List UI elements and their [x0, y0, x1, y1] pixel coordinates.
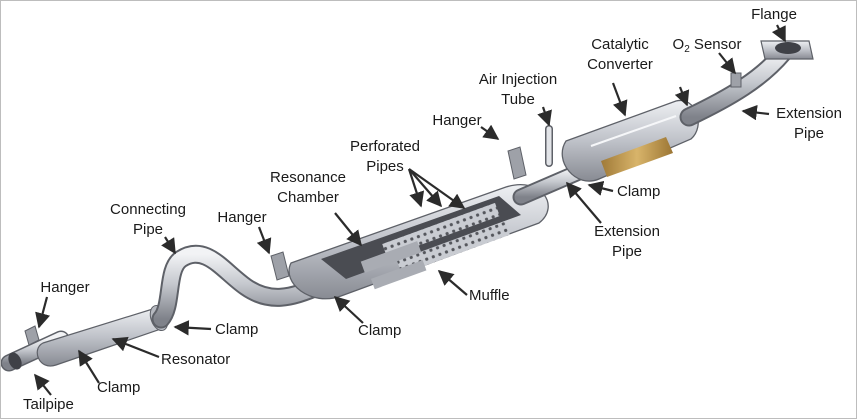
muffler-part	[288, 184, 549, 300]
label-perforated-pipes: Perforated Pipes	[350, 137, 420, 177]
label-hanger-middle: Hanger	[217, 208, 266, 228]
label-extension-pipe-lower: Extension Pipe	[594, 222, 660, 262]
label-air-injection-line-1: Air Injection	[478, 71, 558, 88]
label-muffle: Muffle	[469, 286, 510, 306]
label-muffle-text: Muffle	[469, 287, 510, 304]
label-air-injection-tube: Air Injection Tube	[479, 70, 557, 110]
label-o2-subscript: 2	[684, 44, 690, 55]
label-hanger-left-text: Hanger	[40, 279, 90, 296]
label-resonance-line-2: Chamber	[277, 189, 339, 206]
label-catalytic-line-1: Catalytic	[591, 36, 649, 53]
label-connecting-pipe: Connecting Pipe	[110, 200, 186, 240]
label-o2-sensor: O2 Sensor	[673, 35, 742, 57]
label-perforated-line-2: Pipes	[366, 158, 404, 175]
label-hanger-top-text: Hanger	[432, 112, 482, 129]
label-perforated-line-1: Perforated	[349, 138, 421, 155]
label-clamp-muffler: Clamp	[358, 321, 401, 341]
label-tailpipe: Tailpipe	[23, 395, 74, 415]
label-resonator: Resonator	[161, 350, 230, 370]
connecting-pipe-part	[151, 244, 331, 329]
label-extension-upper-line-1: Extension	[776, 105, 842, 122]
label-clamp-muffler-text: Clamp	[358, 322, 402, 339]
label-resonance-chamber: Resonance Chamber	[270, 168, 346, 208]
label-clamp-resonator-text: Clamp	[215, 321, 259, 338]
label-resonator-text: Resonator	[161, 351, 231, 368]
label-extension-upper-line-2: Pipe	[793, 125, 825, 142]
label-clamp-converter-text: Clamp	[617, 183, 661, 200]
label-connecting-line-1: Connecting	[110, 201, 186, 218]
label-clamp-resonator: Clamp	[215, 320, 258, 340]
label-extension-lower-line-1: Extension	[594, 223, 660, 240]
label-hanger-left: Hanger	[40, 278, 89, 298]
label-catalytic-line-2: Converter	[587, 56, 653, 73]
hanger-brackets	[24, 146, 527, 346]
label-o2-suffix: Sensor	[689, 36, 742, 53]
flange-part	[760, 40, 814, 60]
label-extension-pipe-upper: Extension Pipe	[776, 104, 842, 144]
label-flange-text: Flange	[751, 6, 797, 23]
label-resonance-line-1: Resonance	[270, 169, 346, 186]
label-hanger-middle-text: Hanger	[217, 209, 267, 226]
label-air-injection-line-2: Tube	[501, 91, 535, 108]
catalytic-converter-part	[561, 99, 699, 182]
label-tailpipe-text: Tailpipe	[23, 396, 74, 413]
label-clamp-tailpipe-text: Clamp	[97, 379, 141, 396]
label-hanger-top: Hanger	[432, 111, 481, 131]
label-clamp-converter: Clamp	[617, 182, 660, 202]
o2-sensor-body	[730, 72, 742, 88]
leader-lines	[34, 24, 786, 396]
label-flange: Flange	[751, 5, 797, 25]
label-catalytic-converter: Catalytic Converter	[587, 35, 653, 75]
extension-pipe-upper-part	[679, 43, 793, 127]
label-clamp-tailpipe: Clamp	[97, 378, 140, 398]
label-o2-prefix: O	[672, 36, 685, 53]
label-extension-lower-line-2: Pipe	[611, 243, 643, 260]
label-connecting-line-2: Pipe	[132, 221, 164, 238]
